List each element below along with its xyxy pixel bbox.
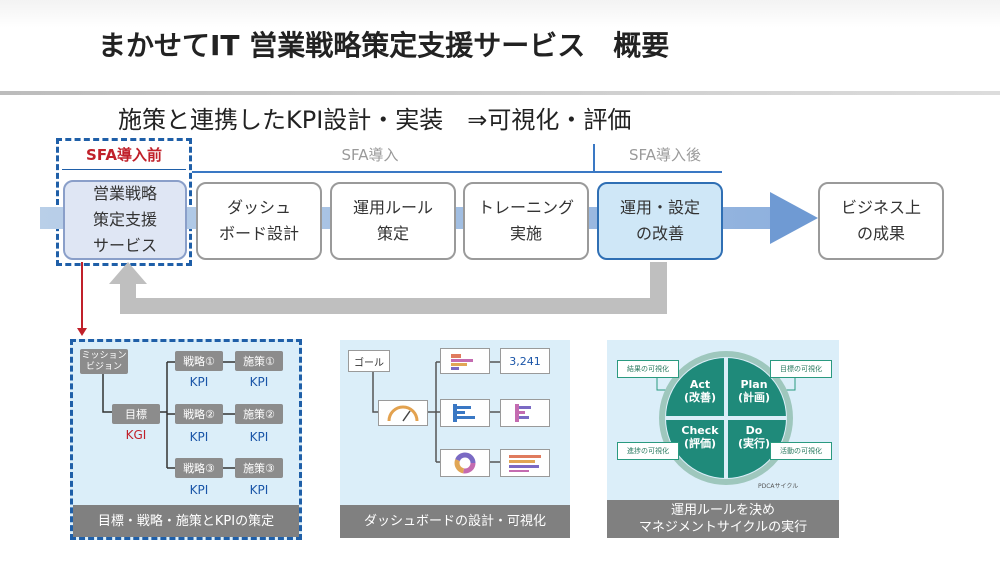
bar-chart-widget-1 bbox=[440, 348, 490, 374]
pdca-plan-sub: (計画) bbox=[737, 391, 771, 404]
strategy-3-box: 戦略③ bbox=[175, 458, 223, 478]
mission-box: ミッション ビジョン bbox=[80, 349, 128, 374]
measure-2-box: 施策② bbox=[235, 404, 283, 424]
pdca-do-title: Do bbox=[745, 424, 763, 437]
flow-arrow-head bbox=[770, 192, 818, 244]
feedback-arrow-head bbox=[109, 262, 147, 284]
goal-box: ゴール bbox=[348, 350, 390, 372]
pdca-check-label: Check (評価) bbox=[676, 424, 724, 450]
phase-separator bbox=[593, 144, 595, 172]
phase-divider-before bbox=[62, 169, 186, 170]
pdca-plan-label: Plan (計画) bbox=[730, 378, 778, 404]
number-widget: 3,241 bbox=[500, 348, 550, 374]
panel-dashboard-caption: ダッシュボードの設計・可視化 bbox=[340, 505, 570, 538]
pdca-plan-segment bbox=[726, 358, 786, 418]
bar-chart-icon bbox=[515, 404, 531, 422]
phase-label-intro: SFA導入 bbox=[341, 146, 399, 164]
pdca-act-label: Act (改善) bbox=[676, 378, 724, 404]
pdca-check-segment bbox=[666, 418, 726, 478]
kpi-label: KPI bbox=[249, 430, 269, 444]
strategy-1-box: 戦略① bbox=[175, 351, 223, 371]
gauge-widget bbox=[378, 400, 428, 426]
pdca-do-segment bbox=[726, 418, 786, 478]
bar-chart-icon bbox=[453, 404, 475, 422]
pdca-check-title: Check bbox=[681, 424, 719, 437]
pdca-act-title: Act bbox=[689, 378, 711, 391]
pdca-do-sub: (実行) bbox=[737, 437, 771, 450]
kpi-tree-connectors bbox=[102, 361, 235, 469]
strategy-2-box: 戦略② bbox=[175, 404, 223, 424]
donut-chart-icon bbox=[454, 452, 476, 474]
feedback-loop-bottom bbox=[120, 298, 667, 314]
step-improvement[interactable]: 運用・設定 の改善 bbox=[597, 182, 723, 260]
pdca-plan-title: Plan bbox=[740, 378, 768, 391]
gauge-icon bbox=[387, 405, 419, 422]
target-visualization-box: 目標の可視化 bbox=[770, 360, 832, 378]
panel-pdca-caption: 運用ルールを決め マネジメントサイクルの実行 bbox=[607, 500, 839, 538]
step-strategy-support[interactable]: 営業戦略 策定支援 サービス bbox=[63, 180, 187, 260]
page-subtitle: 施策と連携したKPI設計・実装 ⇒可視化・評価 bbox=[118, 106, 632, 134]
pdca-check-sub: (評価) bbox=[683, 437, 717, 450]
metric-value: 3,241 bbox=[509, 354, 541, 368]
pdca-act-sub: (改善) bbox=[683, 391, 717, 404]
kpi-label: KPI bbox=[189, 483, 209, 497]
dashboard-connectors bbox=[372, 361, 500, 463]
pdca-cycle-label: PDCAサイクル bbox=[758, 483, 799, 490]
phase-label-after: SFA導入後 bbox=[628, 146, 702, 164]
activity-visualization-box: 活動の可視化 bbox=[770, 442, 832, 460]
pdca-act-segment bbox=[666, 358, 726, 418]
step-dashboard-design[interactable]: ダッシュ ボード設計 bbox=[196, 182, 322, 260]
step-training[interactable]: トレーニング 実施 bbox=[463, 182, 589, 260]
feedback-loop-left bbox=[120, 282, 136, 314]
result-visualization-box: 結果の可視化 bbox=[617, 360, 679, 378]
bar-chart-widget-2 bbox=[440, 399, 490, 427]
bar-chart-widget-3 bbox=[500, 399, 550, 427]
measure-3-box: 施策③ bbox=[235, 458, 283, 478]
bar-chart-icon bbox=[451, 354, 473, 370]
step-operation-rules[interactable]: 運用ルール 策定 bbox=[330, 182, 456, 260]
step-business-results[interactable]: ビジネス上 の成果 bbox=[818, 182, 944, 260]
progress-visualization-box: 進捗の可視化 bbox=[617, 442, 679, 460]
phase-label-before: SFA導入前 bbox=[86, 146, 162, 164]
title-divider bbox=[0, 91, 1000, 95]
kpi-label: KPI bbox=[249, 375, 269, 389]
target-box: 目標 bbox=[112, 404, 160, 424]
kpi-label: KPI bbox=[189, 430, 209, 444]
heatmap-icon bbox=[509, 455, 541, 472]
kgi-label: KGI bbox=[125, 428, 147, 442]
kpi-label: KPI bbox=[249, 483, 269, 497]
donut-chart-widget bbox=[440, 449, 490, 477]
kpi-label: KPI bbox=[189, 375, 209, 389]
connector-arrow-head bbox=[77, 328, 87, 336]
header-band bbox=[0, 0, 1000, 92]
table-widget bbox=[500, 449, 550, 477]
connector-line bbox=[81, 262, 83, 330]
phase-divider-intro bbox=[192, 171, 722, 173]
panel-kpi-caption: 目標・戦略・施策とKPIの策定 bbox=[73, 505, 299, 537]
pdca-do-label: Do (実行) bbox=[730, 424, 778, 450]
measure-1-box: 施策① bbox=[235, 351, 283, 371]
pdca-cycle-diagram bbox=[656, 351, 796, 485]
page-title: まかせてIT 営業戦略策定支援サービス 概要 bbox=[98, 29, 670, 62]
